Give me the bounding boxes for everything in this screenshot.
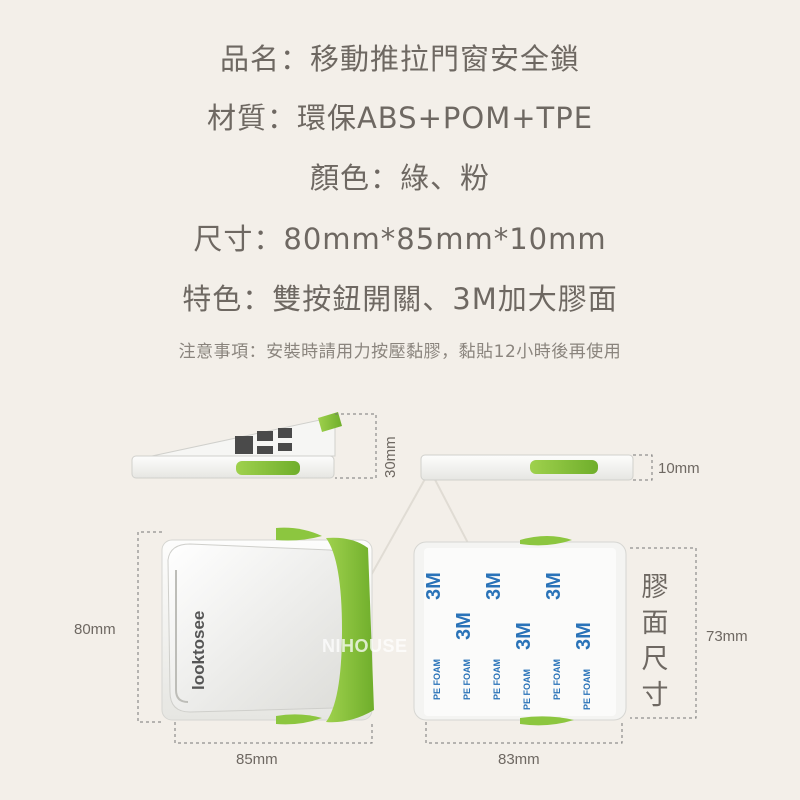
foam-text: PE FOAM: [492, 659, 502, 700]
usage-note: 注意事項：安裝時請用力按壓黏膠，黏貼12小時後再使用: [178, 342, 622, 362]
label-front-height: 80mm: [74, 621, 116, 638]
label-thickness: 10mm: [658, 460, 700, 477]
area-label-char: 面: [641, 608, 669, 639]
spec-feature: 特色：雙按鈕開關、3M加大膠面: [182, 282, 618, 316]
foam-logo: 3M: [513, 622, 535, 650]
dim-front: [137, 531, 373, 744]
area-label-char: 尺: [641, 644, 669, 675]
dim-back: [425, 547, 697, 744]
watermark-text: NIHOUSE: [322, 636, 408, 656]
area-label-char: 膠: [641, 572, 669, 603]
brand-logo: looktosee: [189, 611, 208, 690]
area-label-char: 寸: [641, 680, 669, 711]
dim-open-height: [335, 413, 377, 479]
front-view: [161, 527, 374, 725]
foam-text: PE FOAM: [552, 659, 562, 700]
foam-logo: 3M: [543, 572, 565, 600]
foam-logo: 3M: [573, 622, 595, 650]
label-open-height: 30mm: [382, 436, 399, 478]
foam-text: PE FOAM: [462, 659, 472, 700]
foam-logo: 3M: [423, 572, 445, 600]
label-back-width: 83mm: [498, 751, 540, 768]
back-view: [413, 536, 627, 726]
foam-pattern: 3M 3M 3M 3M 3M 3M PE FOAM PE FOAM PE FOA…: [423, 572, 595, 710]
foam-text: PE FOAM: [522, 669, 532, 710]
spec-color: 顏色：綠、粉: [309, 161, 490, 195]
label-back-height: 73mm: [706, 628, 748, 645]
adhesive-area-label: 膠 面 尺 寸: [640, 570, 670, 714]
label-front-width: 85mm: [236, 751, 278, 768]
spec-product-name: 品名：移動推拉門窗安全鎖: [219, 42, 580, 76]
dim-thickness: [633, 454, 653, 481]
foam-text: PE FOAM: [432, 659, 442, 700]
spec-size: 尺寸：80mm*85mm*10mm: [193, 222, 607, 256]
foam-text: PE FOAM: [582, 669, 592, 710]
side-view-open: [131, 412, 342, 479]
side-view-closed: [420, 454, 634, 481]
spec-material: 材質：環保ABS+POM+TPE: [206, 101, 594, 135]
foam-logo: 3M: [453, 612, 475, 640]
foam-logo: 3M: [483, 572, 505, 600]
